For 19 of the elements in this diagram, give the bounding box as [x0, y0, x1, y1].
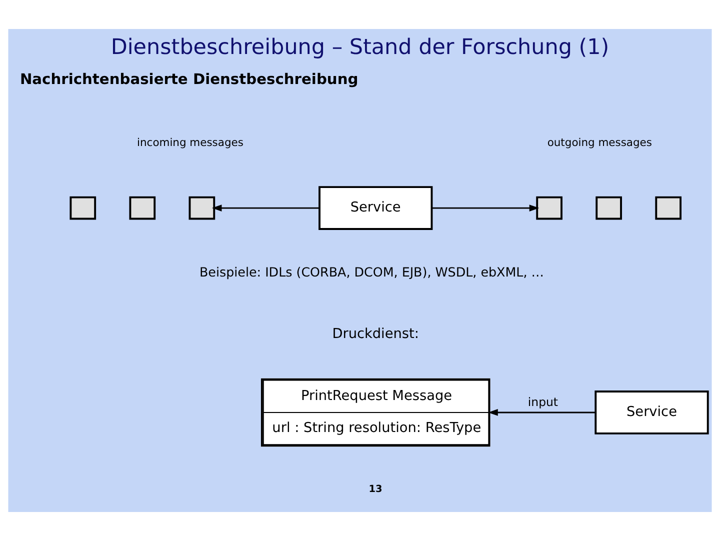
node-box — [655, 196, 682, 220]
arrow — [488, 408, 596, 416]
node-box: Service — [318, 186, 433, 230]
label: 13 — [368, 483, 382, 494]
arrow — [212, 204, 320, 211]
node-box — [188, 196, 216, 220]
label: Beispiele: IDLs (CORBA, DCOM, EJB), WSDL, ebXML, … — [199, 264, 544, 279]
label: Druckdienst: — [332, 326, 419, 342]
edge-label: input — [528, 394, 558, 409]
node-box — [596, 196, 622, 220]
diagram-title: Dienstbeschreibung – Stand der Forschung (1) — [110, 34, 610, 60]
node-box: Service — [594, 390, 709, 434]
label: outgoing messages — [547, 135, 652, 148]
node-box — [129, 196, 156, 220]
node-box — [536, 196, 562, 220]
label: incoming messages — [137, 135, 244, 148]
node-box — [70, 196, 96, 220]
arrow — [432, 204, 540, 211]
label: Nachrichtenbasierte Dienstbeschreibung — [20, 70, 358, 88]
